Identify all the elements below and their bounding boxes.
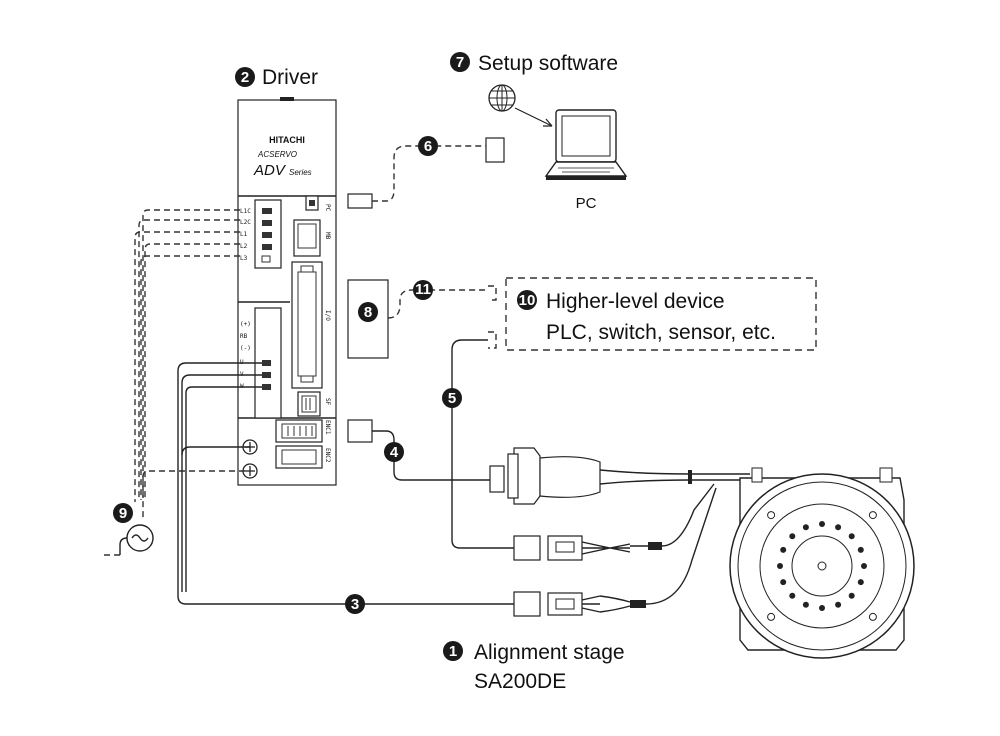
terminal-minus: (-) — [240, 345, 251, 352]
terminal-l2: L2 — [240, 243, 248, 250]
bolt-hole — [777, 563, 783, 569]
svg-text:4: 4 — [390, 444, 399, 461]
mounting-hole — [767, 612, 776, 621]
stage-bolt-holes — [767, 511, 877, 621]
marker-7: 7 — [450, 52, 470, 72]
port-pc-label: PC — [324, 204, 331, 212]
bolt-hole — [819, 605, 825, 611]
terminal-l2c: L2C — [240, 219, 251, 226]
terminal-l1: L1 — [240, 231, 248, 238]
alignment-stage-model: SA200DE — [474, 670, 566, 693]
ground-screw-icon — [242, 463, 258, 479]
svg-text:5: 5 — [448, 390, 456, 407]
svg-text:9: 9 — [119, 505, 127, 522]
port-io-label: I/O — [324, 310, 331, 321]
motor-cable — [177, 362, 717, 617]
svg-text:11: 11 — [415, 281, 431, 298]
pc-laptop-icon — [544, 109, 628, 180]
port-enc1-label: ENC1 — [324, 420, 331, 435]
marker-5: 5 — [442, 388, 462, 408]
driver-unit: HITACHI ACSERVO ADV Series L1C L2C L1 L2… — [237, 97, 337, 486]
bolt-hole — [789, 533, 796, 540]
svg-text:6: 6 — [424, 138, 432, 155]
setup-software-label: Setup software — [478, 52, 618, 75]
alignment-stage-icon — [729, 467, 915, 659]
marker-4: 4 — [384, 442, 404, 462]
svg-text:10: 10 — [519, 292, 536, 309]
power-wiring — [100, 209, 245, 556]
terminal-l1c: L1C — [240, 208, 251, 215]
sensor-connector-plug — [513, 535, 541, 561]
svg-text:7: 7 — [456, 54, 464, 71]
driver-series-main: ADV — [253, 162, 287, 179]
port-sf-label: SF — [324, 398, 331, 406]
higher-level-device-examples: PLC, switch, sensor, etc. — [546, 321, 776, 344]
enc-connector-plug — [347, 419, 373, 443]
bolt-hole — [857, 546, 864, 553]
d-sub-plug — [489, 465, 505, 493]
bolt-hole — [780, 579, 787, 586]
marker-3: 3 — [345, 594, 365, 614]
bolt-hole — [789, 592, 796, 599]
bolt-hole — [848, 592, 855, 599]
driver-series-sub: Series — [289, 168, 312, 177]
marker-2: 2 — [235, 67, 255, 87]
svg-text:8: 8 — [364, 304, 372, 321]
mounting-hole — [868, 612, 877, 621]
svg-text:1: 1 — [449, 643, 457, 660]
port-mb-label: MB — [324, 232, 331, 240]
bolt-hole — [780, 546, 787, 553]
mounting-hole — [868, 511, 877, 520]
marker-11: 11 — [413, 280, 433, 300]
usb-plug — [347, 193, 373, 209]
svg-text:3: 3 — [351, 596, 359, 613]
terminal-rb: RB — [240, 333, 248, 340]
pc-cable — [347, 137, 505, 209]
driver-label: Driver — [262, 66, 318, 89]
io-cable — [451, 339, 715, 561]
terminal-plus: (+) — [240, 321, 251, 328]
driver-product: ACSERVO — [257, 150, 297, 159]
usb-plug-pc-side — [485, 137, 505, 163]
svg-text:2: 2 — [241, 69, 249, 86]
alignment-stage-label: Alignment stage — [474, 641, 625, 664]
bolt-hole — [857, 579, 864, 586]
globe-icon — [488, 84, 516, 112]
motor-connector-plug — [513, 591, 541, 617]
bolt-hole — [848, 533, 855, 540]
bolt-hole — [802, 601, 809, 608]
bolt-hole — [835, 524, 842, 531]
marker-1: 1 — [443, 641, 463, 661]
encoder-cable — [347, 419, 750, 505]
bolt-hole — [802, 524, 809, 531]
marker-8: 8 — [358, 302, 378, 322]
marker-6: 6 — [418, 136, 438, 156]
marker-9: 9 — [113, 503, 133, 523]
terminal-l3: L3 — [240, 255, 248, 262]
driver-brand: HITACHI — [269, 135, 305, 145]
higher-level-device-label: Higher-level device — [546, 290, 725, 313]
mounting-hole — [767, 511, 776, 520]
bolt-hole — [861, 563, 867, 569]
bolt-hole — [819, 521, 825, 527]
pc-label: PC — [576, 195, 597, 212]
port-enc2-label: ENC2 — [324, 448, 331, 463]
bolt-hole — [835, 601, 842, 608]
marker-10: 10 — [517, 290, 537, 310]
